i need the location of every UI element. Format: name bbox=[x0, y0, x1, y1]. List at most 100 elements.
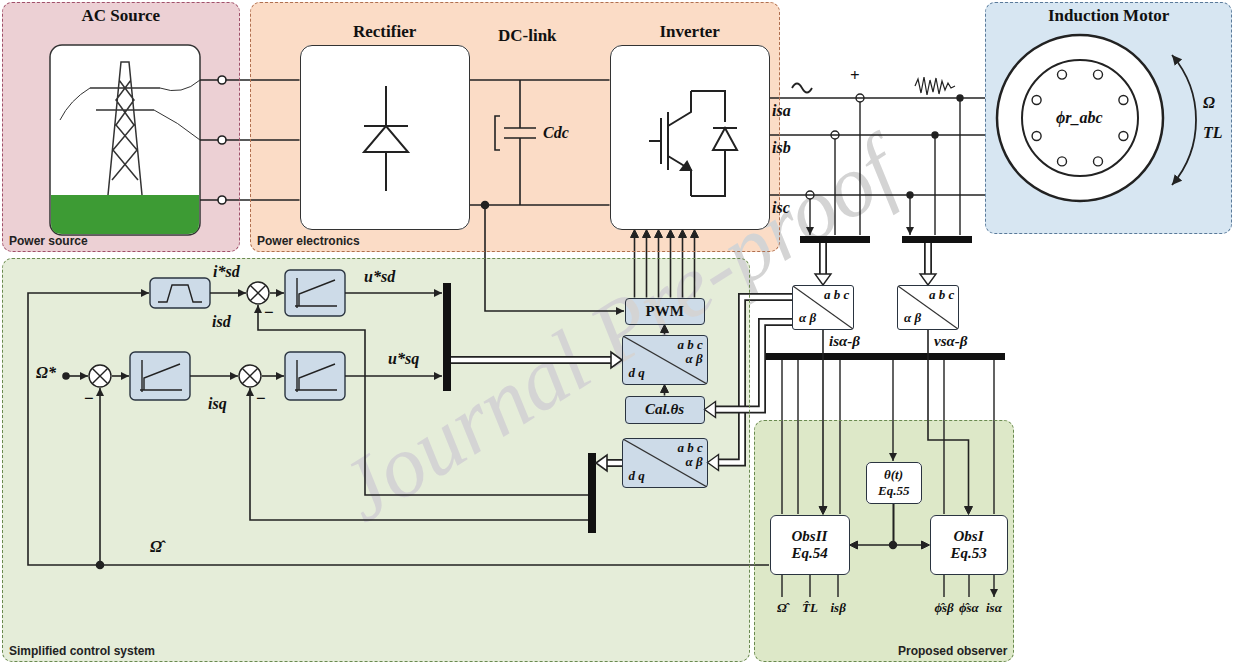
transmission-tower bbox=[60, 80, 200, 140]
signal-name: isq bbox=[208, 395, 227, 413]
control-wires bbox=[258, 305, 588, 495]
observer-wires bbox=[782, 360, 994, 514]
control-wires bbox=[345, 292, 442, 294]
watermark: Journal Pre-proof bbox=[322, 119, 915, 542]
control-blocks bbox=[130, 352, 190, 400]
motor-circle: ϕr_abc bbox=[995, 33, 1165, 203]
node-text: α β bbox=[686, 454, 703, 470]
node-text: α β bbox=[686, 351, 703, 367]
control-wires bbox=[190, 375, 238, 377]
node-text: ObsI bbox=[954, 528, 984, 545]
node-ground bbox=[985, 2, 1232, 234]
igbt-symbol bbox=[611, 46, 769, 229]
source-wires bbox=[218, 196, 226, 204]
signal-name: Ω bbox=[1203, 94, 1215, 112]
signal-name: isα-β bbox=[829, 333, 860, 350]
observer-box: ObsIEq.53 bbox=[930, 515, 1008, 575]
arrow-head bbox=[850, 541, 858, 549]
node-text: d q bbox=[629, 365, 645, 381]
transmission-tower bbox=[50, 45, 200, 235]
connector bbox=[850, 504, 894, 550]
connector-line bbox=[770, 97, 986, 99]
signal-name: isd bbox=[212, 313, 231, 331]
node-text: PWM bbox=[646, 303, 684, 320]
drawing-part bbox=[158, 285, 202, 302]
control-wires bbox=[250, 388, 588, 520]
node-text: Rectifier bbox=[353, 22, 416, 42]
connector bbox=[819, 330, 827, 515]
node-text: Proposed observer bbox=[898, 644, 1007, 658]
signal-name: Ω* bbox=[36, 364, 56, 382]
signal-name: u*sq bbox=[388, 350, 419, 368]
sensor-taps bbox=[920, 274, 936, 285]
arrow-head bbox=[819, 507, 827, 515]
node-text: a b c bbox=[929, 287, 954, 303]
connector bbox=[470, 80, 610, 205]
arrow-head bbox=[655, 230, 663, 238]
connector-line bbox=[470, 204, 610, 206]
node-text: θ(t) bbox=[884, 467, 903, 483]
connector-line bbox=[670, 238, 672, 298]
transform-box: a b cα β bbox=[897, 285, 959, 330]
node-ground bbox=[930, 515, 1008, 575]
signal-name: DC-link bbox=[498, 26, 557, 46]
transform-box: a b cα β d q bbox=[622, 335, 708, 385]
control-wires bbox=[99, 388, 101, 565]
signal-name: − bbox=[256, 389, 266, 409]
node-text: Simplified control system bbox=[9, 644, 155, 658]
signal-name: ϕ̂sα bbox=[959, 600, 979, 616]
control-wires bbox=[270, 292, 284, 294]
arrow-head bbox=[643, 230, 651, 238]
transform-box: a b cα βd q bbox=[622, 438, 708, 488]
observer-panel: Proposed observer θ(t)Eq.55ObsIIEq.54 ObsI… bbox=[754, 420, 1014, 662]
signal-name: isa bbox=[772, 102, 791, 120]
signal-name: vsα-β bbox=[934, 333, 967, 350]
node-text: a b c bbox=[824, 287, 849, 303]
angle-box: Cal.θs bbox=[625, 396, 705, 424]
observer-box: ObsIIEq.54 bbox=[770, 515, 850, 575]
drawing-part bbox=[140, 278, 337, 392]
node-text: Eq.55 bbox=[878, 483, 909, 499]
signal-name: isβ bbox=[831, 600, 846, 616]
sensor-taps bbox=[815, 274, 831, 285]
control-wires bbox=[588, 453, 596, 533]
connector-line bbox=[716, 322, 793, 410]
motor-panel: Induction Motor ϕr_abc bbox=[985, 2, 1232, 234]
node-text: Eq.53 bbox=[951, 545, 987, 562]
node-ground bbox=[2, 2, 240, 252]
connector-line bbox=[646, 238, 648, 298]
control-wires bbox=[451, 360, 622, 463]
control-wires bbox=[28, 283, 769, 569]
node-ground bbox=[300, 45, 470, 230]
connector-line bbox=[770, 194, 986, 196]
node-text: Induction Motor bbox=[1048, 6, 1169, 26]
control-wires bbox=[210, 292, 246, 294]
node-text: Inverter bbox=[660, 22, 720, 42]
transmission-tower bbox=[90, 62, 160, 195]
node-text: α β bbox=[799, 310, 816, 326]
control-wires bbox=[451, 360, 622, 463]
node-text: Cal.θs bbox=[645, 401, 684, 418]
inverter-box: Inverter bbox=[610, 45, 770, 230]
node-text: a b c bbox=[678, 337, 703, 353]
connector-line bbox=[716, 322, 793, 410]
control-blocks bbox=[89, 270, 345, 400]
source-wires bbox=[218, 136, 226, 144]
arrow-head bbox=[705, 402, 716, 418]
connector-line bbox=[770, 134, 986, 136]
control-panel: Simplified control systemPWMa b cα βd qC… bbox=[2, 258, 750, 662]
drawing-part bbox=[295, 278, 337, 308]
sensor-taps bbox=[792, 77, 972, 285]
node-text: a b c bbox=[678, 440, 703, 456]
sensor-taps bbox=[792, 84, 812, 93]
rectifier-box: Rectifier bbox=[300, 45, 470, 230]
rotation-arrow bbox=[1172, 55, 1196, 185]
signal-name: − bbox=[264, 303, 274, 323]
connector bbox=[661, 325, 669, 335]
control-wires bbox=[345, 375, 442, 377]
node-ground bbox=[792, 285, 854, 330]
transmission-tower bbox=[51, 195, 199, 234]
control-wires bbox=[97, 562, 104, 569]
signal-name: T̂L bbox=[802, 600, 818, 616]
connector bbox=[661, 385, 669, 396]
